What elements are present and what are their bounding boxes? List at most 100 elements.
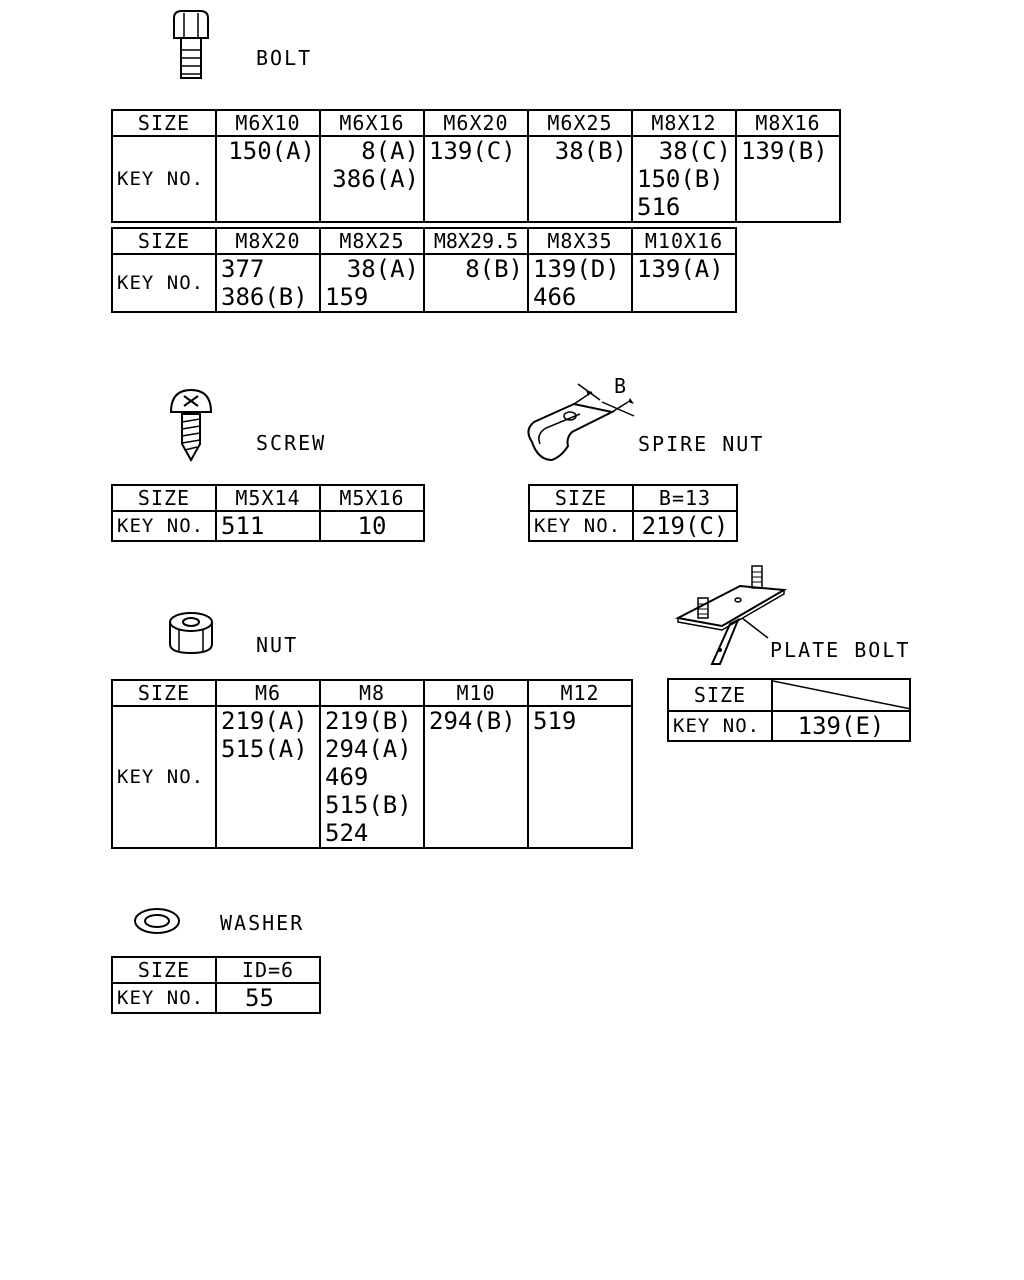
size-cell: M10 [423,679,529,707]
size-cell: M5X16 [319,484,425,512]
size-cell: M8 [319,679,425,707]
key-cell: 38(B) [527,135,633,223]
key-value: 8(B) [465,255,523,283]
screw-icon [169,388,213,463]
key-cell: 8(B) [423,253,529,313]
size-cell: M8X29.5 [423,227,529,255]
key-value: 511 [215,510,321,542]
screw-title: SCREW [256,431,327,455]
key-value: 139(A) [637,255,724,283]
key-value: 139(C) [429,137,516,165]
key-cell: 519 [527,705,633,849]
key-value: 159 [325,283,369,311]
key-value: 38(B) [554,137,627,165]
key-cell: 139(C) [423,135,529,223]
key-value: 219(C) [632,510,738,542]
size-label: SIZE [111,227,217,255]
key-value: 524 [325,819,369,847]
key-value: 55 [215,982,321,1014]
size-cell: M6X25 [527,109,633,137]
key-value: 8(A) [361,137,419,165]
key-cell: 38(C)150(B)516 [631,135,737,223]
size-cell: ID=6 [215,956,321,984]
size-cell: M8X20 [215,227,321,255]
size-cell: M10X16 [631,227,737,255]
key-cell: 8(A)386(A) [319,135,425,223]
key-no-label: KEY NO. [528,510,634,542]
key-cell: 294(B) [423,705,529,849]
key-value: 38(A) [346,255,419,283]
size-cell: M5X14 [215,484,321,512]
key-cell: 139(D)466 [527,253,633,313]
size-cell: M8X16 [735,109,841,137]
key-value: 469 [325,763,369,791]
key-no-label: KEY NO. [111,510,217,542]
key-value: 150(A) [228,137,315,165]
washer-table: SIZE ID=6 KEY NO. 55 [111,956,321,1014]
screw-table: SIZE M5X14 M5X16 KEY NO. 511 10 [111,484,425,542]
plate-bolt-icon [674,565,788,665]
bolt-title: BOLT [256,46,313,70]
plate-bolt-title: PLATE BOLT [770,638,911,662]
bolt-table-2: SIZE M8X20 M8X25 M8X29.5 M8X35 M10X16 KE… [111,227,737,313]
key-cell: 219(A)515(A) [215,705,321,849]
size-cell: M12 [527,679,633,707]
size-cell: M6 [215,679,321,707]
washer-title: WASHER [220,911,305,935]
diagonal-line [774,681,908,709]
size-blank-cell [771,678,911,712]
size-label: SIZE [111,956,217,984]
nut-icon [169,612,213,655]
key-value: 150(B) [637,165,724,193]
key-value: 139(B) [741,137,828,165]
key-no-label: KEY NO. [111,253,217,313]
key-value: 139(D) [533,255,620,283]
size-label: SIZE [111,679,217,707]
key-value: 515(B) [325,791,412,819]
washer-icon [134,908,180,934]
key-value: 516 [637,193,681,221]
spire-nut-title: SPIRE NUT [638,432,765,456]
key-value: 219(A) [221,707,308,735]
nut-title: NUT [256,633,299,657]
plate-bolt-table: SIZE KEY NO. 139(E) [667,678,911,742]
key-cell: 150(A) [215,135,321,223]
key-value: 519 [533,707,577,735]
size-label: SIZE [528,484,634,512]
bolt-icon [173,10,209,79]
key-value: 377 [221,255,265,283]
spire-nut-table: SIZE B=13 KEY NO. 219(C) [528,484,738,542]
key-no-label: KEY NO. [111,705,217,849]
key-value: 219(B) [325,707,412,735]
key-no-label: KEY NO. [667,710,773,742]
key-value: 386(A) [332,165,419,193]
key-no-label: KEY NO. [111,135,217,223]
spire-nut-dim-label: B [614,374,627,398]
size-cell: M8X25 [319,227,425,255]
size-cell: B=13 [632,484,738,512]
key-value: 466 [533,283,577,311]
size-cell: M8X12 [631,109,737,137]
spire-nut-icon [527,383,635,462]
size-cell: M6X16 [319,109,425,137]
key-value: 515(A) [221,735,308,763]
key-cell: 139(A) [631,253,737,313]
key-value: 10 [319,510,425,542]
size-label: SIZE [667,678,773,712]
key-value: 294(B) [429,707,516,735]
key-value: 139(E) [771,710,911,742]
size-cell: M8X35 [527,227,633,255]
size-label: SIZE [111,109,217,137]
key-value: 294(A) [325,735,412,763]
bolt-table-1: SIZE M6X10 M6X16 M6X20 M6X25 M8X12 M8X16… [111,109,841,223]
size-cell: M6X10 [215,109,321,137]
key-no-label: KEY NO. [111,982,217,1014]
key-cell: 139(B) [735,135,841,223]
key-value: 38(C) [658,137,731,165]
nut-table: SIZE M6 M8 M10 M12 KEY NO. 219(A)515(A) … [111,679,633,849]
size-cell: M6X20 [423,109,529,137]
key-value: 386(B) [221,283,308,311]
